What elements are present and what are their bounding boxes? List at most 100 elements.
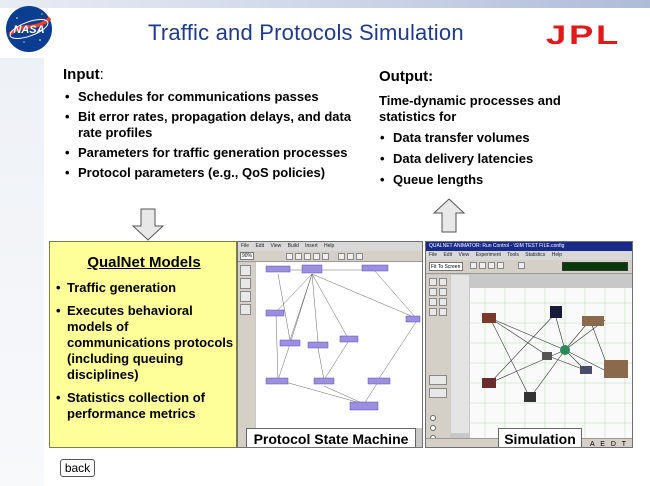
sim-radio[interactable] — [430, 415, 436, 421]
sim-zoom-select[interactable]: Fit To Screen — [429, 262, 463, 271]
sim-palette-button[interactable] — [439, 288, 447, 296]
psm-menu-insert[interactable]: Insert — [305, 243, 318, 249]
state-node — [279, 339, 301, 347]
select-tool-icon[interactable] — [240, 291, 251, 302]
node-icon — [604, 360, 628, 378]
sim-tool-button[interactable] — [470, 262, 477, 269]
sim-titlebar: QUALNET ANIMATOR: Run Control - \SIM TES… — [426, 242, 632, 251]
output-item: Data delivery latencies — [379, 151, 609, 167]
header-gradient — [0, 0, 650, 8]
input-item: Schedules for communications passes — [64, 89, 364, 105]
simulation-caption: Simulation — [498, 428, 582, 447]
state-node — [265, 265, 291, 273]
psm-tool-button[interactable] — [286, 253, 293, 260]
sim-run-progress — [562, 262, 628, 271]
psm-tool-button[interactable] — [322, 253, 329, 260]
sim-palette-button[interactable] — [429, 298, 437, 306]
qualnet-item: Executes behavioral models of communicat… — [56, 303, 234, 383]
page-title: Traffic and Protocols Simulation — [148, 20, 464, 45]
sim-palette-button[interactable] — [429, 278, 437, 286]
sim-palette-button[interactable] — [439, 278, 447, 286]
psm-tool-button[interactable] — [313, 253, 320, 260]
sim-tool-button[interactable] — [518, 262, 525, 269]
protocol-state-machine-window: File Edit View Build Insert Help 90% — [237, 241, 423, 448]
sim-menubar: File Edit View Experiment Tools Statisti… — [426, 251, 632, 260]
psm-tool-button[interactable] — [304, 253, 311, 260]
psm-menu-file[interactable]: File — [241, 243, 250, 249]
globe-tool-icon[interactable] — [240, 304, 251, 315]
sim-menu-statistics[interactable]: Statistics — [525, 252, 546, 258]
state-node — [349, 401, 379, 411]
state-node — [307, 341, 329, 349]
psm-tool-button[interactable] — [338, 253, 345, 260]
nasa-logo: NASA — [6, 6, 52, 52]
node-icon — [524, 392, 536, 402]
sim-menu-view[interactable]: View — [458, 252, 470, 258]
sim-palette-button[interactable] — [439, 308, 447, 316]
sim-menu-help[interactable]: Help — [551, 252, 562, 258]
node-icon — [542, 352, 552, 360]
psm-menubar: File Edit View Build Insert Help — [238, 242, 422, 251]
input-item: Protocol parameters (e.g., QoS policies) — [64, 165, 364, 181]
state-node — [313, 377, 335, 385]
transition-tool-icon[interactable] — [240, 278, 251, 289]
node-icon — [560, 345, 570, 355]
psm-menu-edit[interactable]: Edit — [255, 243, 265, 249]
sim-tool-button[interactable] — [488, 262, 495, 269]
qualnet-models-box: QualNet Models Traffic generation Execut… — [49, 241, 237, 448]
sim-toolbar: Fit To Screen — [426, 260, 632, 274]
output-item: Queue lengths — [379, 172, 609, 188]
input-list: Schedules for communications passes Bit … — [64, 89, 364, 185]
output-item: Data transfer volumes — [379, 130, 609, 146]
psm-zoom-select[interactable]: 90% — [240, 252, 254, 260]
state-node — [339, 335, 359, 343]
sim-menu-tools[interactable]: Tools — [507, 252, 519, 258]
psm-palette — [238, 262, 255, 447]
down-arrow-icon — [131, 208, 165, 241]
sim-chart-button[interactable] — [429, 388, 447, 398]
sim-radio[interactable] — [430, 425, 436, 431]
psm-tool-button[interactable] — [356, 253, 363, 260]
state-node — [367, 377, 391, 385]
output-list: Data transfer volumes Data delivery late… — [379, 130, 609, 192]
sim-tool-button[interactable] — [479, 262, 486, 269]
sim-menu-file[interactable]: File — [429, 252, 438, 258]
state-machine-canvas[interactable] — [256, 262, 422, 428]
psm-tool-button[interactable] — [347, 253, 354, 260]
psm-menu-view[interactable]: View — [270, 243, 282, 249]
sim-palette-button[interactable] — [439, 298, 447, 306]
simulation-canvas[interactable] — [470, 288, 632, 438]
state-machine-diagram — [265, 264, 421, 411]
input-item: Parameters for traffic generation proces… — [64, 145, 364, 161]
psm-menu-build[interactable]: Build — [287, 243, 299, 249]
sim-menu-experiment[interactable]: Experiment — [475, 252, 501, 258]
sim-status-text: A E D T — [590, 441, 628, 448]
back-button[interactable]: back — [60, 459, 95, 477]
psm-menu-help[interactable]: Help — [324, 243, 335, 249]
sim-chart-button[interactable] — [429, 375, 447, 385]
psm-caption: Protocol State Machine — [246, 428, 416, 447]
sim-palette — [426, 275, 450, 447]
sim-menu-edit[interactable]: Edit — [443, 252, 453, 258]
qualnet-item: Traffic generation — [56, 280, 234, 296]
state-node — [405, 315, 421, 323]
psm-tool-button[interactable] — [295, 253, 302, 260]
state-node — [361, 264, 389, 272]
sim-palette-button[interactable] — [429, 288, 437, 296]
sim-value-column — [451, 275, 469, 433]
qualnet-item: Statistics collection of performance met… — [56, 390, 234, 422]
node-icon — [582, 316, 604, 326]
sim-tool-button[interactable] — [497, 262, 504, 269]
qualnet-title: QualNet Models — [87, 254, 201, 271]
state-node — [265, 377, 289, 385]
simulation-network — [470, 288, 632, 438]
node-icon — [482, 378, 496, 388]
input-heading-colon: : — [99, 66, 104, 83]
sim-palette-button[interactable] — [429, 308, 437, 316]
state-tool-icon[interactable] — [240, 265, 251, 276]
input-item: Bit error rates, propagation delays, and… — [64, 109, 364, 141]
up-arrow-icon — [432, 198, 466, 233]
input-heading: Input: — [63, 66, 104, 83]
state-node — [301, 264, 323, 274]
input-heading-text: Input — [63, 66, 100, 83]
